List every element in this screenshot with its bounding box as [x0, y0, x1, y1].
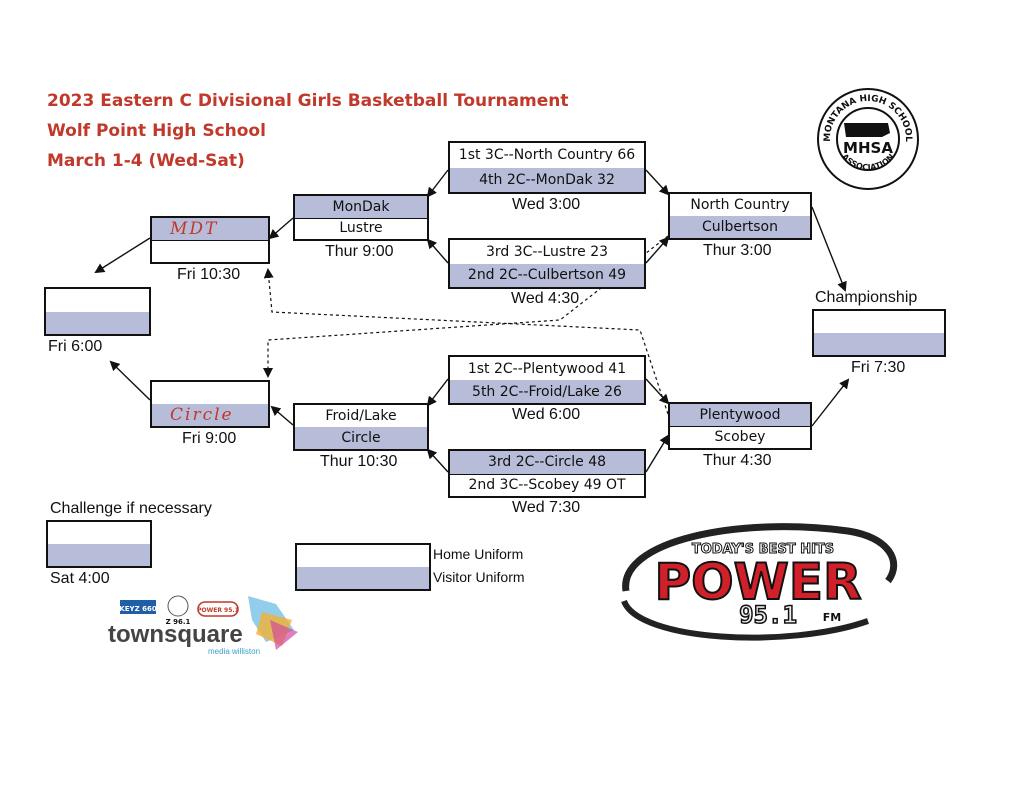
power-951-logo: TODAY'S BEST HITS POWER 95.1 FM	[621, 523, 898, 641]
game-time: Wed 6:00	[512, 406, 581, 423]
legend-home-swatch	[297, 545, 429, 568]
legend-home-label: Home Uniform	[433, 546, 524, 562]
championship-label: Championship	[815, 289, 918, 306]
team-home: North Country	[670, 194, 810, 217]
team-home	[48, 522, 150, 545]
team-visitor: 2nd 2C--Culbertson 49	[450, 263, 644, 287]
uniform-legend	[295, 543, 431, 591]
townsquare-sub: media williston	[208, 647, 260, 656]
connector-line	[645, 236, 670, 264]
game-thur-430: Plentywood Scobey	[668, 402, 812, 450]
keyz-logo	[120, 600, 156, 614]
mhsa-center-text: MHSA	[843, 139, 893, 157]
game-wed-6: 1st 2C--Plentywood 41 5th 2C--Froid/Lake…	[448, 355, 646, 405]
team-visitor: Circle	[295, 427, 427, 449]
game-championship	[812, 309, 946, 357]
team-visitor	[46, 311, 149, 334]
game-time: Sat 4:00	[50, 570, 110, 587]
team-home	[152, 382, 268, 405]
game-time: Thur 3:00	[703, 242, 772, 259]
team-home: 3rd 3C--Lustre 23	[450, 240, 644, 265]
connector-line	[645, 434, 670, 473]
power-word: POWER	[655, 553, 862, 611]
connector-line	[426, 378, 449, 407]
legend-visitor-label: Visitor Uniform	[433, 569, 525, 585]
tournament-title: 2023 Eastern C Divisional Girls Basketba…	[47, 91, 569, 111]
connector-line	[109, 360, 151, 401]
team-home: Froid/Lake	[295, 405, 427, 428]
montana-state-icon	[844, 123, 890, 137]
team-home: 1st 3C--North Country 66	[450, 143, 644, 169]
connector-line	[426, 169, 449, 198]
connector-line	[426, 448, 449, 473]
team-home: 2nd 3C--Scobey 49 OT	[468, 476, 626, 493]
power-tagline: TODAY'S BEST HITS	[692, 542, 834, 557]
game-thur-1030: Froid/Lake Circle	[293, 403, 429, 451]
team-visitor	[48, 544, 150, 566]
game-time: Thur 10:30	[320, 453, 398, 470]
game-time: Fri 7:30	[851, 359, 906, 376]
connector-line	[811, 378, 850, 427]
game-time: Fri 6:00	[48, 338, 103, 355]
townsquare-wordmark: townsquare	[108, 621, 243, 648]
handwritten-team: Circle	[152, 404, 268, 426]
connector-line	[270, 405, 294, 426]
team-visitor: 5th 2C--Froid/Lake 26	[450, 380, 644, 403]
game-time: Fri 9:00	[182, 430, 237, 447]
svg-text:KEYZ 660: KEYZ 660	[119, 605, 157, 613]
title-block: 2023 Eastern C Divisional Girls Basketba…	[47, 86, 569, 176]
connector-line	[645, 169, 670, 196]
challenge-label: Challenge if necessary	[50, 500, 212, 517]
game-time: Wed 3:00	[512, 196, 581, 213]
team-home: Lustre	[339, 220, 383, 237]
team-home	[152, 240, 268, 262]
game-time: Thur 9:00	[325, 243, 394, 260]
connector-line	[811, 206, 847, 292]
connector-line	[645, 378, 670, 405]
team-visitor	[814, 333, 944, 355]
svg-text:POWER 95.1: POWER 95.1	[197, 607, 239, 614]
z961-logo	[167, 595, 189, 617]
team-visitor: Culbertson	[670, 216, 810, 238]
legend-visitor-swatch	[297, 567, 429, 589]
connector-line	[268, 217, 294, 240]
game-challenge	[46, 520, 152, 568]
power-small-logo	[197, 601, 239, 617]
game-time: Wed 7:30	[512, 499, 581, 516]
game-time: Fri 10:30	[177, 266, 241, 283]
team-home: Scobey	[714, 429, 766, 445]
loser-line-lower	[263, 268, 669, 415]
townsquare-logo: KEYZ 660 Z 96.1 POWER 95.1 townsquare me…	[108, 595, 298, 656]
game-fri-1030: MDT	[150, 216, 270, 264]
game-wed-3: 1st 3C--North Country 66 4th 2C--MonDak …	[448, 141, 646, 194]
game-thur-3: North Country Culbertson	[668, 192, 812, 240]
power-fm: FM	[823, 611, 841, 624]
game-fri-6	[44, 287, 151, 336]
team-visitor: 3rd 2C--Circle 48	[450, 451, 644, 475]
mhsa-logo: MONTANA HIGH SCHOOL ASSOCIATION MHSA	[817, 88, 919, 190]
team-visitor: Plentywood	[670, 404, 810, 427]
game-fri-9: Circle	[150, 380, 270, 428]
connector-line	[94, 237, 151, 274]
power-frequency: 95.1	[739, 601, 797, 629]
team-visitor: MonDak	[295, 196, 427, 219]
connector-line	[426, 238, 449, 264]
team-home	[46, 289, 149, 313]
game-thur-9: MonDak Lustre	[293, 194, 429, 241]
team-home: 1st 2C--Plentywood 41	[450, 357, 644, 381]
tournament-dates: March 1-4 (Wed-Sat)	[47, 151, 245, 171]
team-home	[814, 311, 944, 334]
game-time: Wed 4:30	[511, 290, 580, 307]
game-wed-430: 3rd 3C--Lustre 23 2nd 2C--Culbertson 49	[448, 238, 646, 289]
team-visitor: 4th 2C--MonDak 32	[450, 167, 644, 192]
svg-text:Z 96.1: Z 96.1	[166, 618, 191, 626]
tournament-venue: Wolf Point High School	[47, 121, 266, 141]
handwritten-team: MDT	[152, 218, 268, 241]
game-wed-730: 3rd 2C--Circle 48 2nd 3C--Scobey 49 OT	[448, 449, 646, 498]
game-time: Thur 4:30	[703, 452, 772, 469]
